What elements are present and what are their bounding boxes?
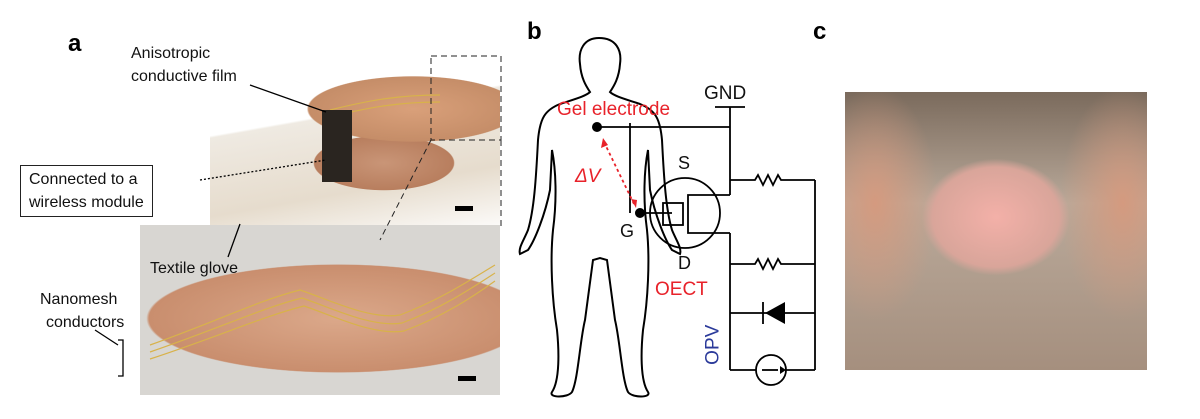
film-label-line2: conductive film [131, 68, 237, 85]
scale-bar [455, 206, 473, 211]
panel-label-b: b [527, 18, 542, 45]
finger-glove-photo [210, 55, 500, 235]
human-outline [518, 36, 682, 398]
gate-electrode-dot [635, 208, 645, 218]
opv-label: OPV [702, 324, 724, 365]
arrow-icon [780, 366, 786, 374]
film-label-line1: Anisotropic [131, 45, 211, 62]
panel-label-c: c [813, 18, 827, 45]
wireless-line1: Connected to a [29, 171, 138, 188]
drain-label: D [678, 253, 691, 273]
diode-icon [765, 302, 785, 324]
gate-label: G [620, 221, 635, 241]
gel-electrode-dot [592, 122, 602, 132]
wireless-line2: wireless module [29, 194, 144, 212]
nanomesh-label-line2: conductors [46, 314, 125, 331]
resistor [730, 172, 815, 188]
resistor [730, 256, 815, 272]
conductive-film [322, 110, 352, 182]
circuit [597, 106, 816, 386]
scale-bar [458, 376, 476, 381]
gnd-label: GND [704, 83, 747, 104]
source-label: S [678, 153, 691, 173]
delta-v-label: ΔV [575, 166, 601, 187]
bracket [118, 339, 124, 377]
panel-label-a: a [68, 30, 82, 57]
nanomesh-conductors [149, 94, 496, 360]
zoom-box [430, 55, 502, 141]
stretchable-display-photo [845, 92, 1147, 370]
oect-label: OECT [655, 279, 708, 300]
nanomesh-label-line1: Nanomesh [40, 291, 118, 308]
textile-glove-label: Textile glove [150, 260, 239, 277]
gel-electrode-label: Gel electrode [557, 99, 671, 120]
fingertip-closeup-photo [140, 225, 500, 395]
wireless-module-box: Connected to a wireless module [20, 165, 153, 218]
